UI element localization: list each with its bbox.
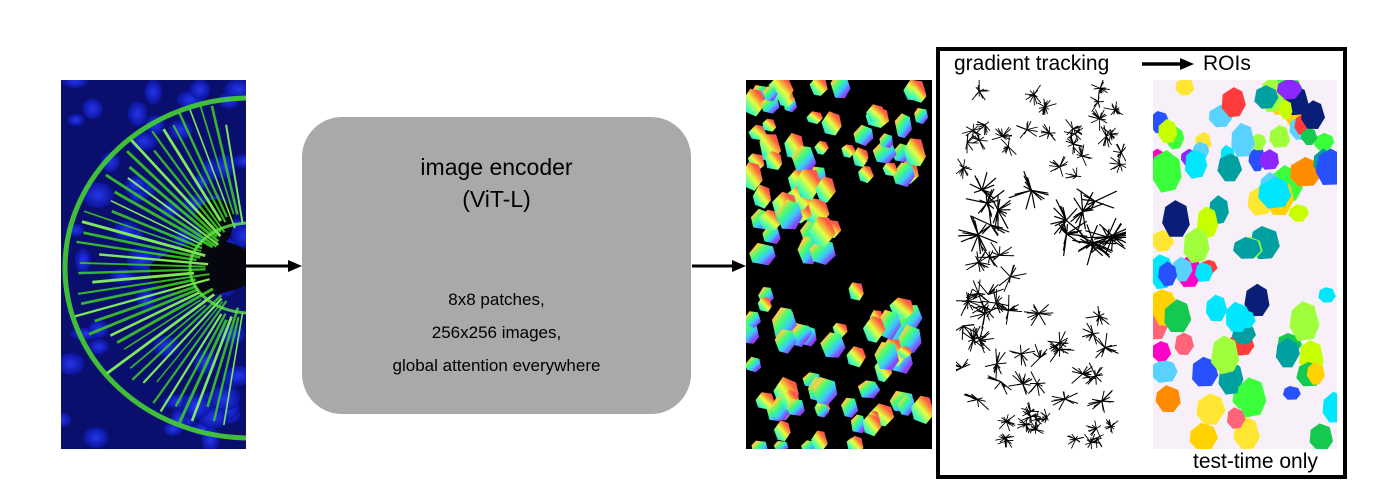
- flow-field-output: [746, 80, 932, 449]
- encoder-detail-line2: 256x256 images,: [431, 323, 562, 342]
- arrow-input-to-encoder: [246, 260, 302, 272]
- input-micrograph: [61, 80, 246, 449]
- encoder-detail-line3: global attention everywhere: [392, 356, 601, 375]
- image-encoder-block: image encoder (ViT-L) 8x8 patches, 256x2…: [302, 117, 691, 414]
- tracking-label: gradient tracking: [954, 52, 1110, 75]
- test-time-label: test-time only: [1193, 450, 1318, 473]
- arrow-tracking-to-rois: [1142, 58, 1194, 70]
- gradient-tracking-image: [956, 80, 1126, 449]
- encoder-detail-line1: 8x8 patches,: [448, 290, 545, 309]
- roi-mask-image: [1153, 80, 1337, 449]
- encoder-title-line1: image encoder: [420, 154, 573, 180]
- encoder-title-line2: (ViT-L): [462, 186, 531, 212]
- arrow-encoder-to-flow: [692, 260, 746, 272]
- rois-label: ROIs: [1203, 52, 1251, 75]
